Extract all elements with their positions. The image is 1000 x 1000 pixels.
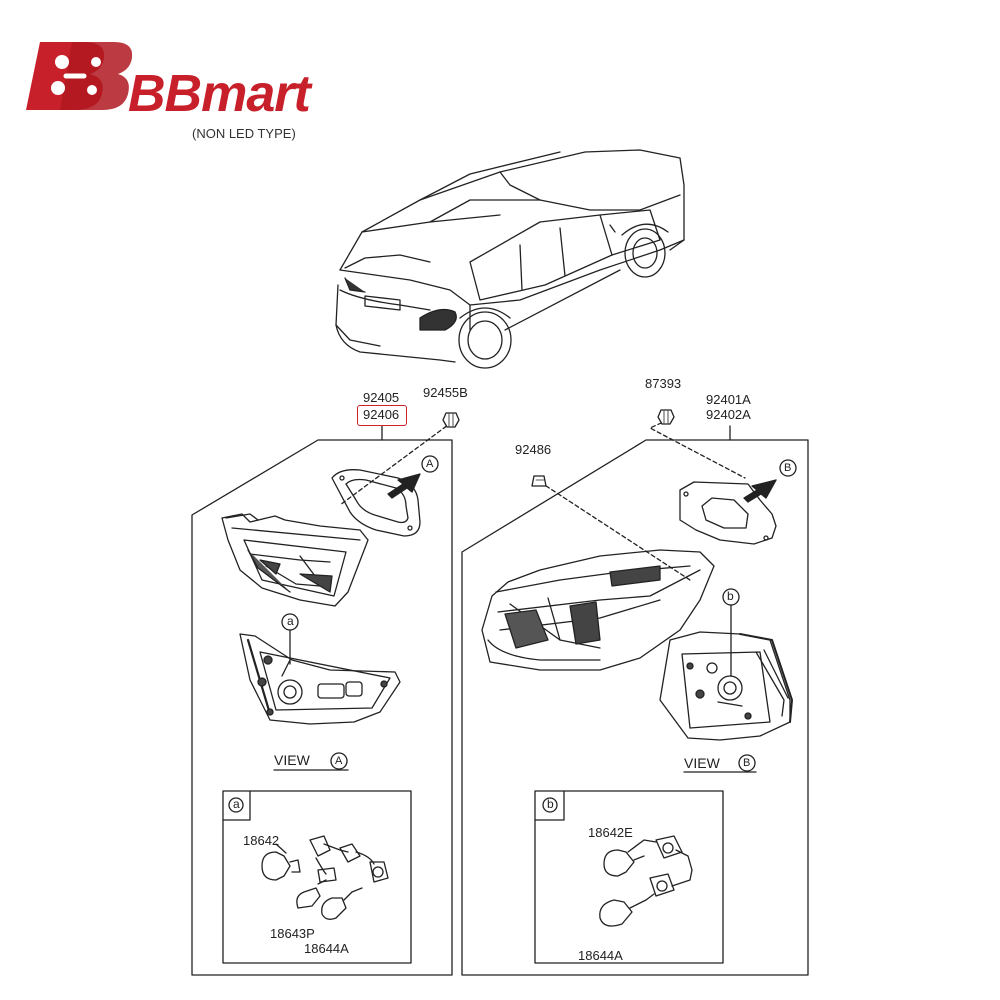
- part-92405: 92405: [363, 390, 400, 405]
- callout-detail-b: b: [727, 589, 734, 603]
- part-87393: 87393: [645, 376, 682, 391]
- part-18644a-b: 18644A: [578, 948, 623, 963]
- detail-box-b-label: b: [547, 797, 554, 811]
- callout-detail-a: a: [287, 614, 294, 628]
- bulb-18644a-b-icon: [599, 899, 633, 927]
- arrow-b-icon: [743, 479, 777, 503]
- nut-92455b-icon: [442, 412, 460, 428]
- part-92406: 92406: [363, 407, 400, 422]
- outer-lamp-back-view-icon: [659, 631, 793, 741]
- left-assembly-frame: [191, 421, 453, 976]
- outer-lamp-icon: [481, 549, 715, 671]
- view-a-label: VIEW: [274, 752, 310, 768]
- inner-lamp-icon: [221, 513, 369, 607]
- arrow-a-icon: [387, 473, 421, 499]
- right-assembly-frame: [461, 419, 809, 976]
- bulb-18642e-icon: [603, 849, 635, 877]
- brand-name: BBmart: [128, 65, 311, 123]
- highlight-92406: [357, 405, 407, 426]
- detail-box-a-label: a: [233, 797, 240, 811]
- part-18642: 18642: [243, 833, 280, 848]
- bbmart-logo-icon: [26, 42, 132, 110]
- part-92486: 92486: [515, 442, 552, 457]
- nut-87393-icon: [657, 409, 675, 425]
- callout-arrow-b: B: [784, 462, 792, 474]
- callout-arrow-a: A: [426, 458, 434, 470]
- inner-lamp-back-view-icon: [239, 633, 401, 725]
- car-illustration-icon: [335, 149, 685, 369]
- view-a-letter: A: [335, 755, 343, 767]
- part-18643p: 18643P: [270, 926, 315, 941]
- diagram-subtitle: (NON LED TYPE): [192, 126, 296, 141]
- view-b-label: VIEW: [684, 755, 720, 771]
- view-b-letter: B: [743, 757, 751, 769]
- part-18644a-a: 18644A: [304, 941, 349, 956]
- bulb-18643p-icon: [296, 887, 321, 909]
- clip-92486-icon: [531, 475, 547, 487]
- bulb-18644a-icon: [321, 897, 347, 920]
- part-92401a: 92401A: [706, 392, 751, 407]
- detail-box-b: [534, 790, 724, 964]
- part-92402a: 92402A: [706, 407, 751, 422]
- gasket-b-icon: [679, 481, 777, 545]
- bulb-18642-icon: [261, 851, 291, 881]
- detail-box-a: [222, 790, 412, 964]
- gasket-a-icon: [331, 469, 421, 537]
- part-18642e: 18642E: [588, 825, 633, 840]
- part-92455b: 92455B: [423, 385, 468, 400]
